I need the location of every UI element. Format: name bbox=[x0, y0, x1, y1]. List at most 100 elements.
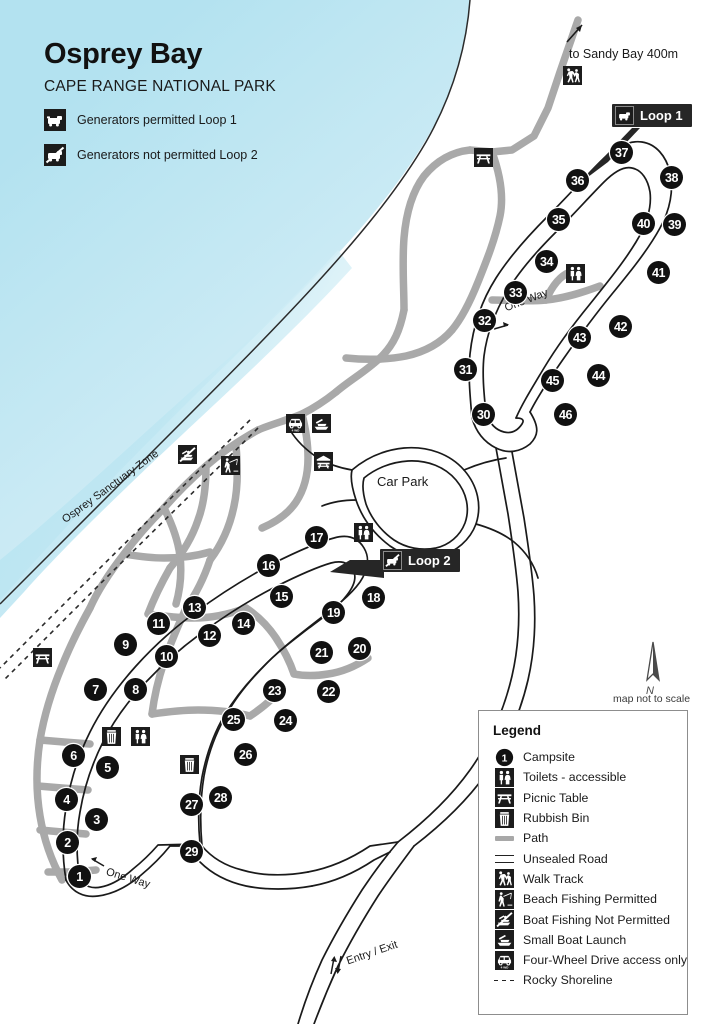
campsite-marker-19[interactable]: 19 bbox=[322, 601, 345, 624]
legend-row-rubbish-bin: Rubbish Bin bbox=[493, 808, 687, 828]
campsite-marker-16[interactable]: 16 bbox=[257, 554, 280, 577]
campsite-marker-13[interactable]: 13 bbox=[183, 596, 206, 619]
beach-fishing-icon bbox=[493, 889, 515, 909]
campsite-marker-44[interactable]: 44 bbox=[587, 364, 610, 387]
loop2-banner-label: Loop 2 bbox=[408, 553, 451, 568]
legend-row-boat-fishing-not-permitted: Boat Fishing Not Permitted bbox=[493, 909, 687, 930]
campsite-marker-3[interactable]: 3 bbox=[85, 808, 108, 831]
car-park-label: Car Park bbox=[377, 474, 429, 489]
campsite-marker-38[interactable]: 38 bbox=[660, 166, 683, 189]
legend-label: Small Boat Launch bbox=[523, 932, 627, 947]
legend-label: Campsite bbox=[523, 750, 575, 765]
campsite-marker-30[interactable]: 30 bbox=[472, 403, 495, 426]
legend-label: Rubbish Bin bbox=[523, 811, 590, 826]
toilets-icon bbox=[131, 727, 150, 746]
title-block: Osprey Bay CAPE RANGE NATIONAL PARK Gene… bbox=[44, 38, 276, 166]
campsite-marker-31[interactable]: 31 bbox=[454, 358, 477, 381]
legend-label: Beach Fishing Permitted bbox=[523, 892, 657, 907]
campsite-marker-15[interactable]: 15 bbox=[270, 585, 293, 608]
generator-permitted-icon bbox=[44, 109, 66, 131]
campsite-marker-40[interactable]: 40 bbox=[632, 212, 655, 235]
campsite-marker-45[interactable]: 45 bbox=[541, 369, 564, 392]
svg-text:1: 1 bbox=[501, 753, 507, 764]
campsite-marker-41[interactable]: 41 bbox=[647, 261, 670, 284]
campsite-marker-35[interactable]: 35 bbox=[547, 208, 570, 231]
campsite-marker-28[interactable]: 28 bbox=[209, 786, 232, 809]
campsite-marker-2[interactable]: 2 bbox=[56, 831, 79, 854]
picnic-table-icon bbox=[33, 648, 52, 667]
legend-row-small-boat-launch: Small Boat Launch bbox=[493, 930, 687, 950]
legend-title: Legend bbox=[493, 723, 542, 738]
legend-row-campsite: 1 Campsite bbox=[493, 747, 687, 767]
campsite-marker-24[interactable]: 24 bbox=[274, 709, 297, 732]
campsite-marker-6[interactable]: 6 bbox=[62, 744, 85, 767]
rubbish-bin-icon bbox=[180, 755, 199, 774]
campsite-marker-36[interactable]: 36 bbox=[566, 169, 589, 192]
campsite-marker-4[interactable]: 4 bbox=[55, 788, 78, 811]
campsite-marker-46[interactable]: 46 bbox=[554, 403, 577, 426]
campsite-marker-20[interactable]: 20 bbox=[348, 637, 371, 660]
campsite-marker-8[interactable]: 8 bbox=[124, 678, 147, 701]
legend-label: Four-Wheel Drive access only bbox=[523, 953, 688, 968]
legend-row-beach-fishing: Beach Fishing Permitted bbox=[493, 889, 687, 909]
generator-note-loop2: Generators not permitted Loop 2 bbox=[44, 144, 276, 166]
generator-note-loop2-label: Generators not permitted Loop 2 bbox=[77, 148, 258, 162]
legend-label: Path bbox=[523, 831, 549, 846]
campsite-marker-29[interactable]: 29 bbox=[180, 840, 203, 863]
campsite-marker-17[interactable]: 17 bbox=[305, 526, 328, 549]
north-arrow-icon bbox=[646, 641, 660, 682]
walk-track-icon bbox=[563, 66, 582, 85]
campsite-marker-21[interactable]: 21 bbox=[310, 641, 333, 664]
loop1-banner-label: Loop 1 bbox=[640, 108, 683, 123]
campsite-marker-10[interactable]: 10 bbox=[155, 645, 178, 668]
page-title: Osprey Bay bbox=[44, 38, 203, 70]
campsite-marker-1[interactable]: 1 bbox=[68, 865, 91, 888]
four-wheel-drive-icon: 4 WD bbox=[286, 414, 305, 433]
campsite-marker-32[interactable]: 32 bbox=[473, 309, 496, 332]
campsite-marker-27[interactable]: 27 bbox=[180, 793, 203, 816]
walk-track-icon bbox=[493, 869, 515, 889]
campsite-marker-37[interactable]: 37 bbox=[610, 141, 633, 164]
legend-row-walk-track: Walk Track bbox=[493, 869, 687, 889]
campsite-marker-26[interactable]: 26 bbox=[234, 743, 257, 766]
campsite-marker-5[interactable]: 5 bbox=[96, 756, 119, 779]
picnic-shelter-icon bbox=[314, 452, 333, 471]
legend-row-path-swatch: Path bbox=[493, 828, 687, 848]
loop1-banner: Loop 1 bbox=[612, 104, 692, 127]
campsite-marker-33[interactable]: 33 bbox=[504, 281, 527, 304]
campsite-marker-39[interactable]: 39 bbox=[663, 213, 686, 236]
rubbish-bin-icon bbox=[493, 808, 515, 828]
legend-label: Boat Fishing Not Permitted bbox=[523, 912, 670, 927]
campsite-marker-11[interactable]: 11 bbox=[147, 612, 170, 635]
generator-not-permitted-icon bbox=[44, 144, 66, 166]
loop2-banner: Loop 2 bbox=[380, 549, 460, 572]
campsite-marker-12[interactable]: 12 bbox=[198, 624, 221, 647]
campsite-marker-25[interactable]: 25 bbox=[222, 708, 245, 731]
generator-not-permitted-icon bbox=[383, 551, 402, 570]
campsite-marker-43[interactable]: 43 bbox=[568, 326, 591, 349]
not-to-scale-label: map not to scale bbox=[613, 693, 691, 705]
campsite-marker-42[interactable]: 42 bbox=[609, 315, 632, 338]
campsite-marker-14[interactable]: 14 bbox=[232, 612, 255, 635]
sandy-bay-label: to Sandy Bay 400m bbox=[569, 47, 679, 61]
small-boat-launch-icon bbox=[493, 930, 515, 950]
small-boat-launch-icon bbox=[312, 414, 331, 433]
campsite-marker-22[interactable]: 22 bbox=[317, 680, 340, 703]
campsite-marker-7[interactable]: 7 bbox=[84, 678, 107, 701]
campsite-marker-18[interactable]: 18 bbox=[362, 586, 385, 609]
svg-text:4 WD: 4 WD bbox=[292, 429, 301, 433]
campsite-marker-23[interactable]: 23 bbox=[263, 679, 286, 702]
campsite-icon: 1 bbox=[493, 748, 515, 767]
four-wheel-drive-icon: 4 WD bbox=[493, 950, 515, 970]
campsite-marker-34[interactable]: 34 bbox=[535, 250, 558, 273]
legend-label: Rocky Shoreline bbox=[523, 973, 613, 988]
rocky-shoreline-swatch-icon bbox=[493, 977, 515, 984]
campsite-marker-9[interactable]: 9 bbox=[114, 633, 137, 656]
